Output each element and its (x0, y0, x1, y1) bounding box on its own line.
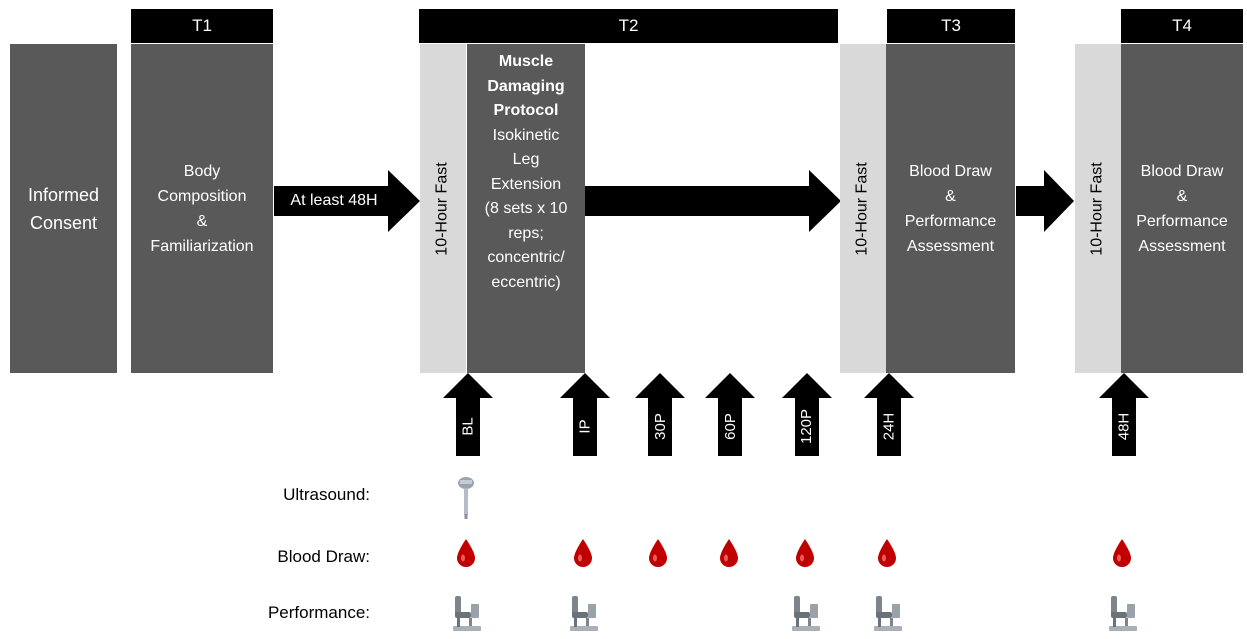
timepoint-label-30p: 30P (651, 413, 669, 440)
blood-drop-icon (719, 538, 739, 573)
dynamometer-chair-icon (872, 594, 904, 639)
body-comp-line-4: Familiarization (150, 237, 254, 255)
blood-drop-icon (456, 538, 476, 573)
phase-t1-label: T1 (192, 16, 212, 35)
dynamometer-chair-icon (790, 594, 822, 639)
protocol-line-7: eccentric) (491, 273, 561, 291)
t3-line-2: & (945, 187, 956, 205)
timepoint-label-24h: 24H (880, 412, 898, 441)
t3-line-4: Assessment (906, 237, 995, 255)
phase-t2-label: T2 (618, 16, 639, 35)
t3-to-t4-arrow (1016, 170, 1074, 232)
body-composition-box: Body Composition & Familiarization (131, 44, 273, 373)
dynamometer-chair-icon (451, 594, 483, 639)
row-label-performance: Performance: (267, 603, 370, 622)
fast-label-t2: 10-Hour Fast (434, 161, 451, 256)
dynamometer-chair-icon (568, 594, 600, 639)
protocol-to-t3-arrow (585, 170, 841, 232)
t4-line-1: Blood Draw (1140, 162, 1224, 180)
body-comp-line-2: Composition (157, 187, 247, 205)
timepoint-arrow-30p: 30P (635, 373, 685, 456)
t4-line-2: & (1176, 187, 1188, 205)
blood-drop-icon (877, 538, 897, 573)
t3-line-3: Performance (904, 212, 997, 230)
protocol-line-1: Isokinetic (492, 126, 560, 144)
blood-drop-icon (1112, 538, 1132, 573)
at-least-48h-label: At least 48H (290, 192, 378, 209)
timepoint-arrow-60p: 60P (705, 373, 755, 456)
t4-line-3: Performance (1136, 212, 1228, 230)
consent-line-1: Informed (27, 184, 100, 205)
fast-box-t3: 10-Hour Fast (840, 44, 886, 373)
protocol-title-line-3: Protocol (493, 102, 559, 119)
ultrasound-probe-icon (456, 476, 476, 525)
fast-label-t3: 10-Hour Fast (854, 161, 871, 256)
timepoint-arrow-48h: 48H (1099, 373, 1149, 456)
dynamometer-chair-icon (1107, 594, 1139, 639)
phase-t1-bar: T1 (131, 9, 273, 43)
timepoint-arrow-24h: 24H (864, 373, 914, 456)
protocol-line-6: concentric/ (487, 249, 565, 266)
protocol-title-line-1: Muscle (498, 53, 554, 70)
t3-line-1: Blood Draw (909, 162, 992, 180)
protocol-title-line-2: Damaging (487, 77, 565, 95)
blood-drop-icon (648, 538, 668, 573)
row-label-ultrasound: Ultrasound: (283, 485, 370, 504)
protocol-line-3: Extension (490, 175, 562, 193)
phase-t4-label: T4 (1172, 16, 1192, 35)
protocol-line-2: Leg (512, 151, 540, 168)
phase-t4-bar: T4 (1121, 9, 1243, 43)
fast-box-t2: 10-Hour Fast (420, 44, 466, 373)
row-label-blood-draw: Blood Draw: (277, 547, 370, 566)
muscle-damaging-protocol-box: Muscle Damaging Protocol Isokinetic Leg … (467, 44, 585, 373)
timepoint-label-ip: IP (576, 419, 594, 434)
timepoint-arrow-120p: 120P (782, 373, 832, 456)
at-least-48h-arrow: At least 48H (274, 170, 420, 232)
consent-line-2: Consent (29, 212, 98, 233)
protocol-line-4: (8 sets x 10 (484, 200, 568, 217)
phase-t3-bar: T3 (887, 9, 1015, 43)
t3-assessment-box: Blood Draw & Performance Assessment (886, 44, 1015, 373)
body-comp-line-3: & (196, 212, 208, 230)
informed-consent-box: Informed Consent (10, 44, 117, 373)
timepoint-label-60p: 60P (721, 413, 739, 440)
timepoint-arrow-ip: IP (560, 373, 610, 456)
fast-box-t4: 10-Hour Fast (1075, 44, 1121, 373)
blood-drop-icon (573, 538, 593, 573)
timepoint-label-48h: 48H (1115, 412, 1133, 441)
phase-t3-label: T3 (941, 16, 961, 35)
timepoint-label-120p: 120P (798, 408, 816, 445)
t4-assessment-box: Blood Draw & Performance Assessment (1121, 44, 1243, 373)
body-comp-line-1: Body (183, 162, 221, 180)
t4-line-4: Assessment (1138, 237, 1226, 255)
timepoint-label-bl: BL (459, 417, 477, 436)
blood-drop-icon (795, 538, 815, 573)
fast-label-t4: 10-Hour Fast (1089, 161, 1106, 256)
phase-t2-bar: T2 (419, 9, 838, 43)
protocol-line-5: reps; (508, 224, 544, 242)
timepoint-arrow-bl: BL (443, 373, 493, 456)
